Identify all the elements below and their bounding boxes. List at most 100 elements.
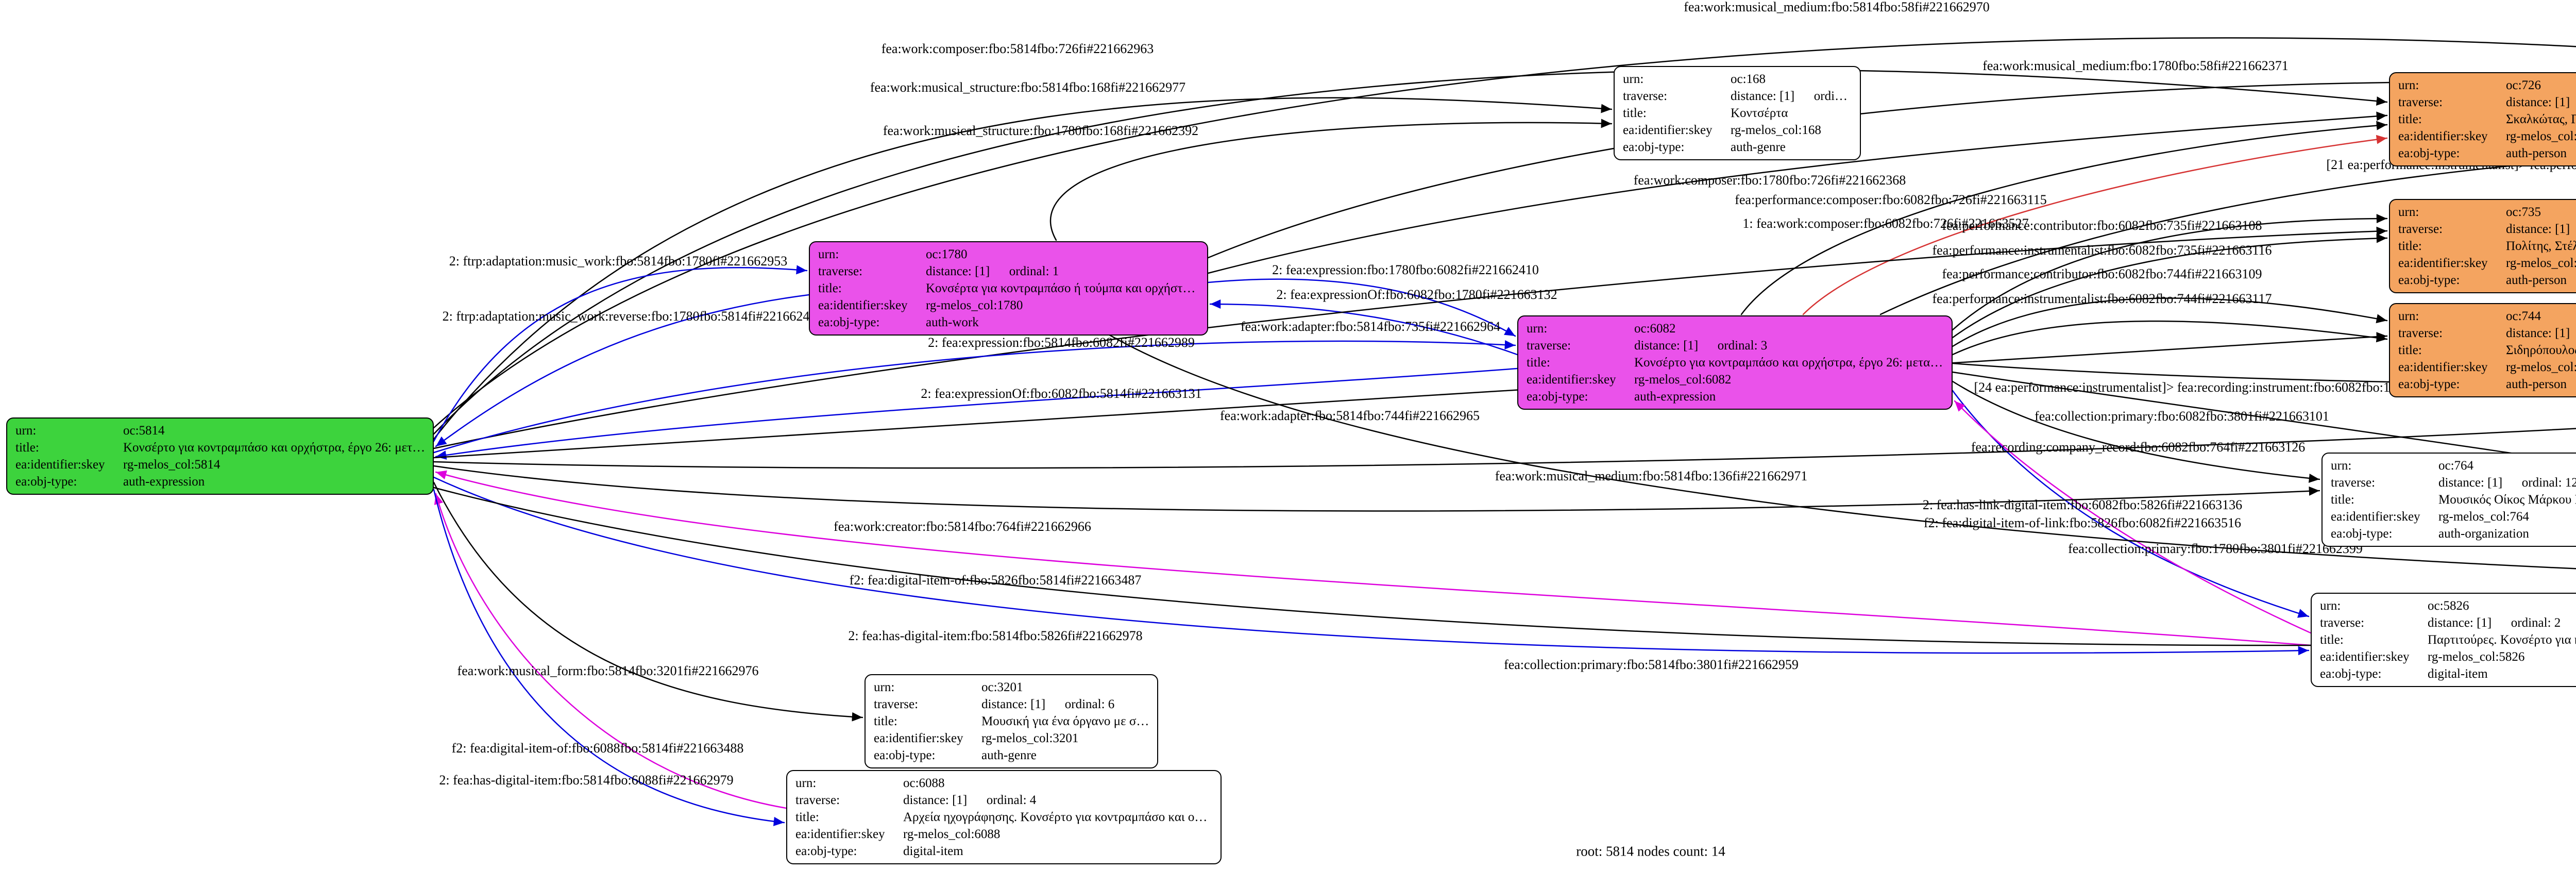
node-row-title: title: Σιδηρόπουλος, Χρήστος	[2390, 342, 2576, 359]
edge-line-e39	[433, 428, 2576, 469]
field-value-traverse: distance: [1] ordinal: 4	[903, 793, 1037, 807]
edge-label-e43: 2: fea:has-digital-item:fbo:5814fbo:5826…	[848, 628, 1143, 643]
edge-line-e6	[1207, 111, 2388, 274]
edge-label-e12: 2: fea:expressionOf:fbo:6082fbo:1780fi#2…	[1276, 287, 1557, 302]
field-label-urn: urn:	[2398, 309, 2419, 323]
edge-label-e35: fea:collection:primary:fbo:6082fbo:3801f…	[2035, 409, 2329, 424]
edge-label-e3: fea:work:musical_structure:fbo:5814fbo:1…	[870, 80, 1186, 95]
edge-label-e48: 2: fea:has-digital-item:fbo:5814fbo:6088…	[439, 773, 734, 788]
node-row-objtype: ea:obj-type:auth-person	[2390, 272, 2576, 289]
field-value-title: Κονσέρτο για κοντραμπάσο και ορχήστρα, έ…	[1634, 356, 1952, 370]
edge-line-e5	[1207, 81, 2576, 259]
edge-line-e19	[1952, 297, 2388, 347]
node-row-urn: urn:oc:6082	[1518, 320, 1952, 337]
field-value-title: Παρτιτούρες. Κονσέρτο για κοντραμπάσο κα…	[2428, 633, 2576, 647]
edge-label-e2: fea:work:composer:fbo:5814fbo:726fi#2216…	[881, 41, 1154, 56]
edge-line-e15	[435, 367, 1518, 460]
node-row-skey: ea:identifier:skey rg-melos_col:6088	[787, 826, 1221, 843]
field-value-skey: rg-melos_col:168	[1731, 123, 1821, 137]
field-label-objtype: ea:obj-type:	[2320, 667, 2382, 681]
field-label-skey: ea:identifier:skey	[1527, 373, 1616, 387]
field-label-traverse: traverse:	[2331, 476, 2376, 490]
edge-line-e34	[1952, 362, 2576, 386]
field-label-skey: ea:identifier:skey	[2398, 360, 2488, 374]
field-value-objtype: auth-organization	[2438, 527, 2529, 541]
edge-label-e5: fea:work:musical_medium:fbo:1780fbo:58fi…	[1982, 58, 2289, 73]
edge-label-e39: fea:work:musical_medium:fbo:5814fbo:136f…	[1495, 469, 1808, 483]
field-label-title: title:	[818, 281, 842, 295]
edge-line-e36	[1952, 380, 2320, 483]
field-value-traverse: distance: [1] ordinal: 8	[2506, 222, 2570, 236]
field-value-urn: oc:1780	[926, 247, 968, 261]
node-row-traverse: traverse:distance: [1] ordinal: 5	[2390, 94, 2576, 111]
node-row-urn: urn:oc:6088	[787, 775, 1221, 792]
field-label-title: title:	[2331, 493, 2354, 507]
field-value-title: Σιδηρόπουλος, Χρήστος	[2506, 343, 2576, 357]
field-label-urn: urn:	[2398, 78, 2419, 92]
node-row-urn: urn:oc:5814	[7, 422, 433, 439]
field-value-objtype: auth-genre	[1731, 140, 1786, 154]
field-value-objtype: auth-genre	[981, 748, 1037, 762]
node-row-objtype: ea:obj-type:auth-person	[2390, 145, 2576, 162]
field-value-title: Μουσική για ένα όργανο με συνοδεία	[981, 714, 1157, 728]
field-label-skey: ea:identifier:skey	[2398, 129, 2488, 143]
field-label-skey: ea:identifier:skey	[795, 827, 885, 841]
node-row-title: title:Κοντσέρτα	[1615, 105, 1860, 122]
edge-label-e13: fea:work:adapter:fbo:5814fbo:735fi#22166…	[1241, 319, 1500, 334]
edge-line-e4	[1049, 119, 1613, 241]
edge-label-e15: 2: fea:expressionOf:fbo:6082fbo:5814fi#2…	[921, 386, 1202, 401]
field-value-title: Αρχεία ηχογράφησης. Κονσέρτο για κοντραμ…	[903, 810, 1221, 824]
edge-label-e7: fea:performance:composer:fbo:6082fbo:726…	[1735, 192, 2047, 207]
edge-line-e2	[433, 69, 2388, 435]
field-value-skey: rg-melos_col:6088	[903, 827, 1001, 841]
edge-label-e45: fea:work:musical_form:fbo:5814fbo:3201fi…	[457, 663, 759, 678]
field-label-objtype: ea:obj-type:	[2398, 146, 2460, 160]
node-row-traverse: traverse:distance: [1] ordinal: 12	[2323, 474, 2576, 491]
field-value-title: Κοντσέρτα	[1731, 106, 1788, 120]
field-label-objtype: ea:obj-type:	[818, 315, 880, 329]
edge-line-e20	[1952, 320, 2388, 356]
edge-line-e11	[1207, 278, 1516, 337]
field-label-objtype: ea:obj-type:	[2398, 377, 2460, 391]
edge-line-e13	[433, 226, 2388, 449]
field-label-title: title:	[2398, 343, 2422, 357]
node-row-urn: urn:oc:726	[2390, 77, 2576, 94]
edge-line-e46	[433, 487, 2576, 646]
node-row-objtype: ea:obj-type:auth-person	[2390, 376, 2576, 393]
edge-line-e41	[433, 465, 2320, 512]
node-row-title: title:Αρχεία ηχογράφησης. Κονσέρτο για κ…	[787, 809, 1221, 826]
field-label-urn: urn:	[15, 424, 37, 438]
node-row-urn: urn:oc:744	[2390, 308, 2576, 325]
field-label-objtype: ea:obj-type:	[15, 475, 77, 489]
field-value-skey: rg-melos_col:5814	[123, 458, 221, 472]
field-label-traverse: traverse:	[2398, 222, 2443, 236]
field-value-objtype: auth-person	[2506, 273, 2567, 287]
root-summary: root: 5814 nodes count: 14	[1576, 843, 1725, 859]
edge-label-e38: f2: fea:digital-item-of-link:fbo:5826fbo…	[1924, 515, 2241, 530]
node-row-objtype: ea:obj-type:auth-genre	[1615, 139, 1860, 156]
edge-line-e48	[433, 489, 785, 826]
field-value-traverse: distance: [1] ordinal: 9	[1731, 89, 1860, 103]
edge-label-e4: fea:work:musical_structure:fbo:1780fbo:1…	[883, 123, 1199, 138]
node-row-title: title:Πολίτης, Στέλιος	[2390, 238, 2576, 255]
node-row-objtype: ea:obj-type:auth-organization	[2323, 525, 2576, 542]
field-value-urn: oc:735	[2506, 205, 2541, 219]
edge-line-e17	[1952, 214, 2388, 331]
field-value-skey: rg-melos_col:1780	[926, 298, 1023, 312]
field-label-traverse: traverse:	[2398, 95, 2443, 109]
field-value-traverse: distance: [1] ordinal: 3	[1634, 339, 1768, 353]
edge-line-e12	[1209, 299, 1518, 356]
field-value-urn: oc:764	[2438, 459, 2474, 473]
node-row-title: title:Σκαλκώτας, Γεώργιος (1911-1990)	[2390, 111, 2576, 128]
field-value-skey: rg-melos_col:744	[2506, 360, 2576, 374]
node-row-traverse: traverse:distance: [1] ordinal: 4	[787, 792, 1221, 809]
